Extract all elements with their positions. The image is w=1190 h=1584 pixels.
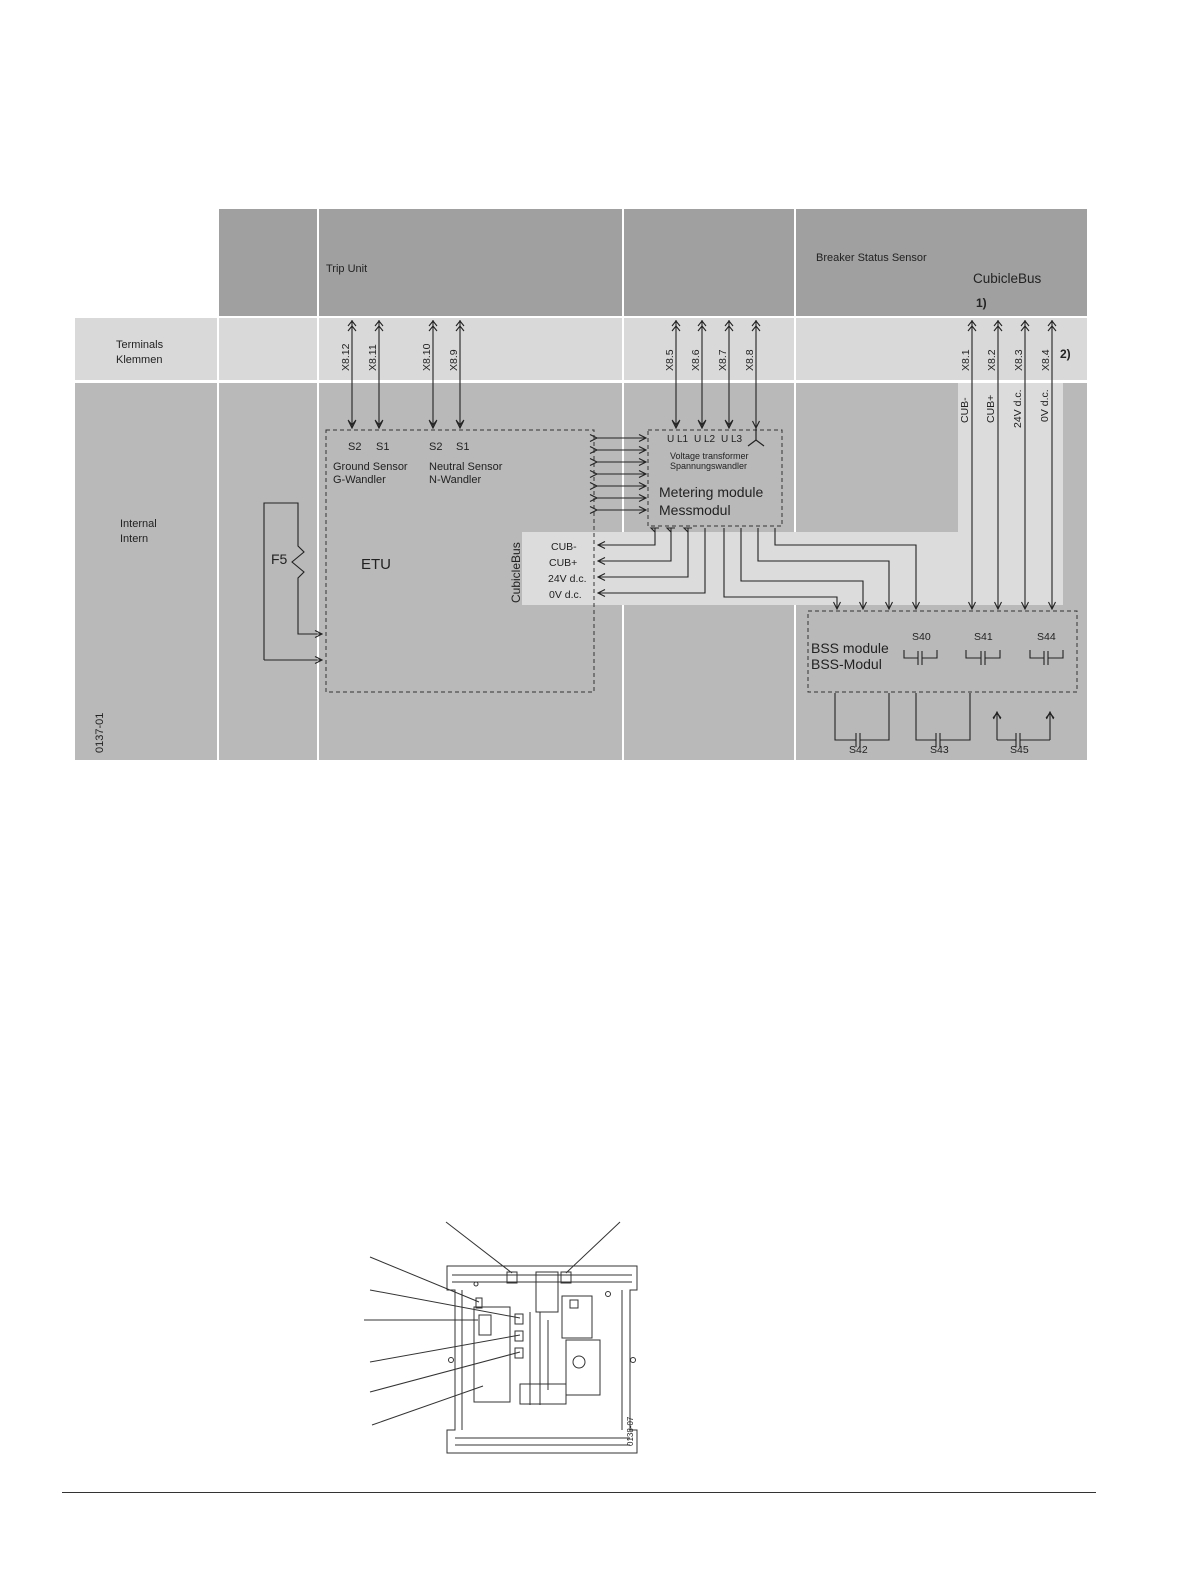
terminal-x8-12: X8.12 xyxy=(340,343,352,371)
neutral-pin-s1: S1 xyxy=(456,441,469,453)
metering-module-label: Metering module xyxy=(659,484,763,500)
row-label-intern: Intern xyxy=(120,533,148,545)
metering-input-ul1: U L1 xyxy=(667,434,689,445)
metering-box xyxy=(647,429,783,527)
cubiclebus-horizontal xyxy=(522,532,1063,605)
etu-metering-links xyxy=(597,438,646,510)
header-band xyxy=(219,209,1087,316)
neutral-sensor-label-de: N-Wandler xyxy=(429,474,481,486)
etu-signal-0v: 0V d.c. xyxy=(549,589,582,601)
bus-label-24v: 24V d.c. xyxy=(1012,389,1024,428)
terminal-x8-5: X8.5 xyxy=(664,349,676,371)
figure-id: 0137-01 xyxy=(94,713,106,753)
terminal-x8-10: X8.10 xyxy=(421,343,433,371)
bss-internal-contacts xyxy=(903,650,1064,665)
etu-signal-24v: 24V d.c. xyxy=(548,573,587,585)
bss-module-label-de: BSS-Modul xyxy=(811,656,882,672)
bss-box xyxy=(807,610,1078,693)
ground-pin-s2: S2 xyxy=(348,441,361,453)
metering-etu-bus-wires xyxy=(598,527,706,593)
etu-signal-cub-minus: CUB- xyxy=(551,541,577,553)
switch-s42-label: S42 xyxy=(849,744,868,756)
row-label-klemmen: Klemmen xyxy=(116,354,162,366)
terminal-x8-11: X8.11 xyxy=(367,344,379,371)
bss-external-contacts xyxy=(834,693,1055,747)
ground-sensor-label-de: G-Wandler xyxy=(333,474,386,486)
terminal-x8-6: X8.6 xyxy=(690,349,702,371)
switch-s43-label: S43 xyxy=(930,744,949,756)
terminal-x8-8: X8.8 xyxy=(744,349,756,371)
vt-label-de: Spannungswandler xyxy=(670,461,747,471)
terminal-x8-2: X8.2 xyxy=(986,349,998,371)
switch-s44-label: S44 xyxy=(1037,631,1056,643)
neutral-star-icon xyxy=(747,428,765,447)
terminal-x8-4: X8.4 xyxy=(1040,349,1052,371)
figure2-id: 0138-07 xyxy=(626,1416,635,1446)
note-1: 1) xyxy=(976,296,987,310)
bus-label-0v: 0V d.c. xyxy=(1039,389,1051,422)
row-label-terminals: Terminals xyxy=(116,339,164,351)
switch-s45-label: S45 xyxy=(1010,744,1029,756)
fuse-label: F5 xyxy=(271,551,288,567)
metering-input-ul3: U L3 xyxy=(721,434,743,445)
terminal-x8-1: X8.1 xyxy=(960,349,972,371)
bus-label-cub-minus: CUB- xyxy=(959,397,971,423)
breaker-drawing xyxy=(364,1221,638,1454)
switch-s40-label: S40 xyxy=(912,631,931,643)
note-2: 2) xyxy=(1060,347,1071,361)
neutral-sensor-label: Neutral Sensor xyxy=(429,461,503,473)
trip-unit-header: Trip Unit xyxy=(326,263,367,275)
etu-signal-cub-plus: CUB+ xyxy=(549,557,577,569)
neutral-pin-s2: S2 xyxy=(429,441,442,453)
fuse-f5 xyxy=(263,502,322,660)
terminal-labels: X8.12 X8.11 X8.10 X8.9 X8.5 X8.6 X8.7 X8… xyxy=(340,343,1052,371)
bus-label-cub-plus: CUB+ xyxy=(985,395,997,423)
cubiclebus-bss-wires xyxy=(967,320,1057,609)
ground-sensor-label: Ground Sensor xyxy=(333,461,408,473)
terminal-x8-7: X8.7 xyxy=(717,349,729,371)
metering-input-ul2: U L2 xyxy=(694,434,716,445)
etu-cubiclebus-label: CubicleBus xyxy=(509,542,523,603)
cubiclebus-header: CubicleBus xyxy=(973,271,1042,286)
vt-label: Voltage transformer xyxy=(670,451,749,461)
terminal-x8-9: X8.9 xyxy=(448,349,460,371)
metering-module-label-de: Messmodul xyxy=(659,502,731,518)
switch-s41-label: S41 xyxy=(974,631,993,643)
ground-pin-s1: S1 xyxy=(376,441,389,453)
bss-module-label: BSS module xyxy=(811,640,889,656)
breaker-status-sensor-header: Breaker Status Sensor xyxy=(816,252,927,264)
row-label-internal: Internal xyxy=(120,518,157,530)
bus-signal-labels: CUB- CUB+ 24V d.c. 0V d.c. xyxy=(959,389,1051,428)
terminal-x8-3: X8.3 xyxy=(1013,349,1025,371)
etu-label: ETU xyxy=(361,556,391,573)
diagram-background xyxy=(75,209,1087,760)
footer-rule xyxy=(62,1492,1096,1493)
terminals-band xyxy=(75,318,1087,380)
metering-bss-wires xyxy=(723,528,916,609)
etu-box xyxy=(325,429,595,693)
terminal-wires xyxy=(347,320,761,428)
